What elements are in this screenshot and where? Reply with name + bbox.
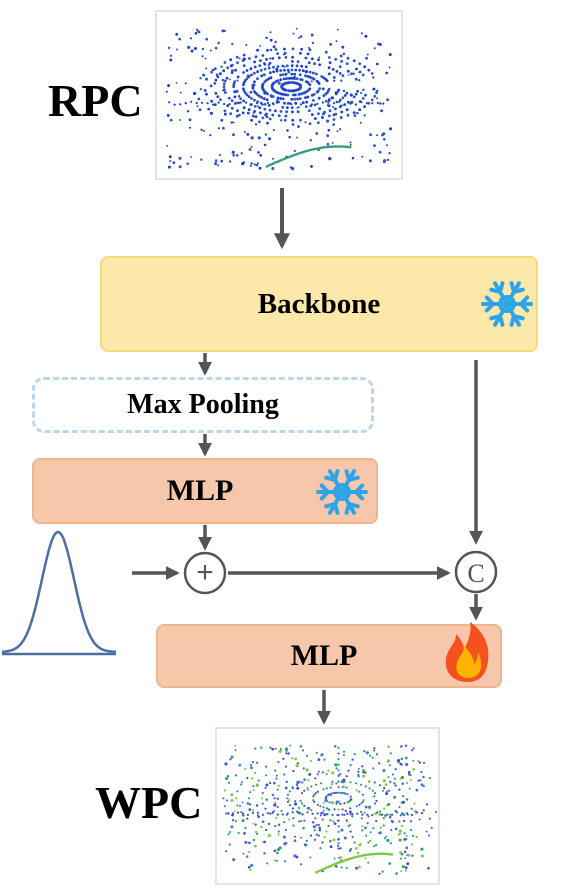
input-label: RPC [48, 75, 143, 126]
svg-text:+: + [196, 556, 214, 589]
output-point-cloud-image [215, 727, 440, 885]
gaussian-curve-icon [2, 530, 116, 656]
backbone-label: Backbone [257, 287, 381, 320]
input-point-cloud-image [155, 10, 403, 180]
frozen-mlp-block: MLP [32, 458, 378, 524]
svg-text:C: C [467, 559, 484, 588]
max-pooling-label: Max Pooling [127, 389, 279, 420]
add-operator: + [183, 551, 227, 595]
max-pooling-block: Max Pooling [32, 377, 374, 433]
input-point-cloud-plot [165, 27, 393, 171]
trainable-mlp-block: MLP [156, 624, 502, 688]
frozen-mlp-label: MLP [166, 474, 234, 507]
trainable-mlp-label: MLP [290, 639, 358, 672]
output-point-cloud-plot [222, 744, 437, 876]
output-label: WPC [95, 777, 203, 828]
backbone-block: Backbone [100, 256, 538, 352]
concat-operator: C [454, 550, 498, 594]
